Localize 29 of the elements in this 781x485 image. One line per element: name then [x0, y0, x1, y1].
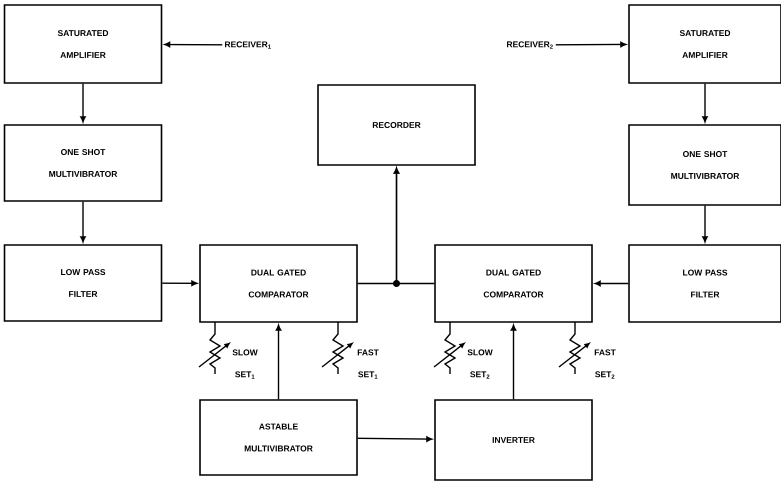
arrow: [394, 168, 434, 284]
arrow: [594, 280, 628, 286]
process-box: SATURATED AMPLIFIER: [628, 4, 781, 84]
process-box: ASTABLE MULTIVIBRATOR: [199, 399, 358, 476]
arrow: [702, 84, 708, 122]
process-box: ONE SHOT MULTIVIBRATOR: [628, 124, 781, 206]
arrow: [358, 436, 432, 442]
process-box: SATURATED AMPLIFIER: [4, 4, 162, 84]
arrow: [80, 84, 86, 122]
control-label: SLOW SET$_{2}$: [468, 349, 493, 379]
control-label: SLOW SET$_{1}$: [232, 349, 258, 379]
arrow: [162, 280, 198, 286]
signal-label: RECEIVER$_{2}$: [507, 41, 553, 49]
arrow: [164, 42, 222, 48]
process-box: DUAL GATED COMPARATOR: [434, 244, 593, 323]
process-box: DUAL GATED COMPARATOR: [199, 244, 358, 323]
process-box: RECORDER: [317, 84, 476, 166]
process-box: ONE SHOT MULTIVIBRATOR: [4, 124, 162, 202]
process-box: LOW PASS FILTER: [628, 244, 781, 323]
arrow: [510, 324, 516, 400]
signal-label: RECEIVER$_{1}$: [225, 41, 271, 49]
arrow: [276, 324, 282, 400]
arrow: [80, 202, 86, 242]
process-box: INVERTER: [434, 399, 593, 481]
process-box: LOW PASS FILTER: [4, 244, 162, 322]
control-label: FAST SET$_{1}$: [358, 349, 379, 379]
arrow: [556, 42, 626, 48]
arrow: [702, 206, 708, 242]
control-label: FAST SET$_{2}$: [594, 349, 616, 379]
